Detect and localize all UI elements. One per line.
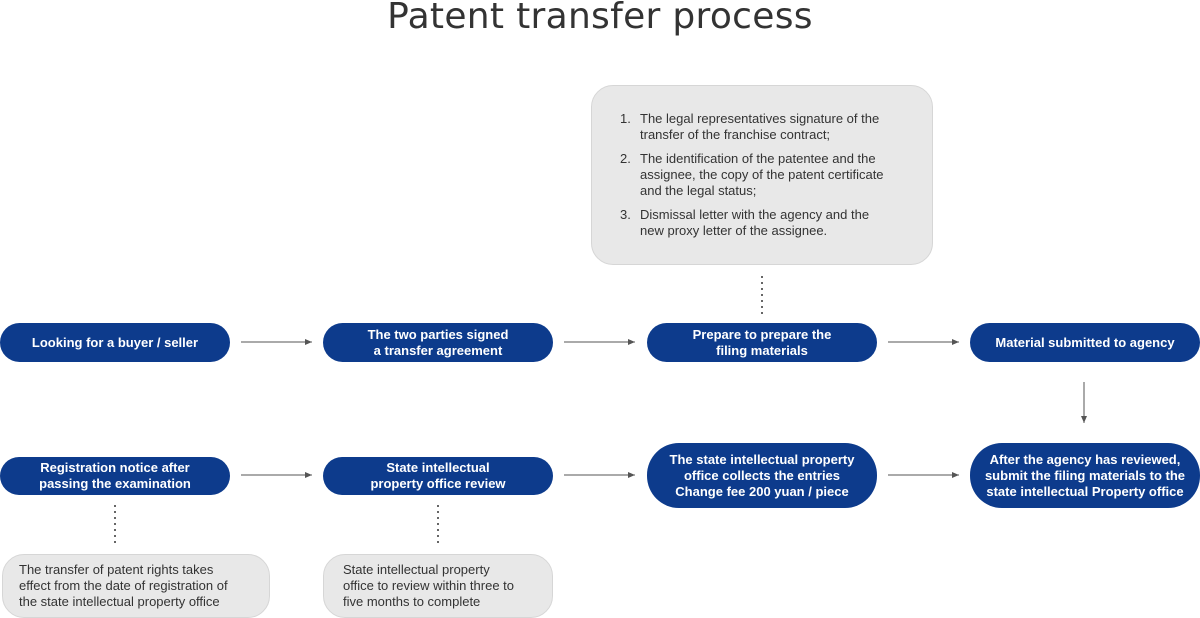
step-label: Registration notice after passing the ex… xyxy=(39,460,191,491)
materials-item: 1. The legal representatives signature o… xyxy=(620,111,912,143)
materials-item-text: The legal representatives signature of t… xyxy=(640,111,880,142)
materials-list: 1. The legal representatives signature o… xyxy=(620,111,912,239)
materials-item-number: 3. xyxy=(620,207,631,222)
materials-item-number: 2. xyxy=(620,151,631,166)
step-label: State intellectual property office revie… xyxy=(370,460,506,491)
registration-note: The transfer of patent rights takes effe… xyxy=(2,554,270,618)
step-submit-agency: Material submitted to agency xyxy=(970,323,1200,362)
registration-note-text: The transfer of patent rights takes effe… xyxy=(19,562,228,609)
materials-note: 1. The legal representatives signature o… xyxy=(591,85,933,265)
review-note-text: State intellectual property office to re… xyxy=(343,562,515,609)
step-label: The state intellectual property office c… xyxy=(669,451,855,499)
review-note: State intellectual property office to re… xyxy=(323,554,553,618)
step-office-review: State intellectual property office revie… xyxy=(323,457,553,495)
diagram-title: Patent transfer process xyxy=(387,0,813,37)
materials-item: 2. The identification of the patentee an… xyxy=(620,151,912,199)
step-label: Material submitted to agency xyxy=(995,334,1175,350)
materials-item-text: Dismissal letter with the agency and the… xyxy=(640,207,870,238)
step-prepare-materials: Prepare to prepare the filing materials xyxy=(647,323,877,362)
materials-item-text: The identification of the patentee and t… xyxy=(640,151,884,198)
materials-item-number: 1. xyxy=(620,111,631,126)
step-label: Prepare to prepare the filing materials xyxy=(692,326,832,358)
step-office-collects: The state intellectual property office c… xyxy=(647,443,877,508)
step-label: After the agency has reviewed, submit th… xyxy=(984,451,1186,499)
step-find-buyer: Looking for a buyer / seller xyxy=(0,323,230,362)
step-label: Looking for a buyer / seller xyxy=(31,334,199,350)
step-sign-agreement: The two parties signed a transfer agreem… xyxy=(323,323,553,362)
step-label: The two parties signed a transfer agreem… xyxy=(367,326,509,358)
materials-item: 3. Dismissal letter with the agency and … xyxy=(620,207,912,239)
step-registration-notice: Registration notice after passing the ex… xyxy=(0,457,230,495)
step-agency-review: After the agency has reviewed, submit th… xyxy=(970,443,1200,508)
